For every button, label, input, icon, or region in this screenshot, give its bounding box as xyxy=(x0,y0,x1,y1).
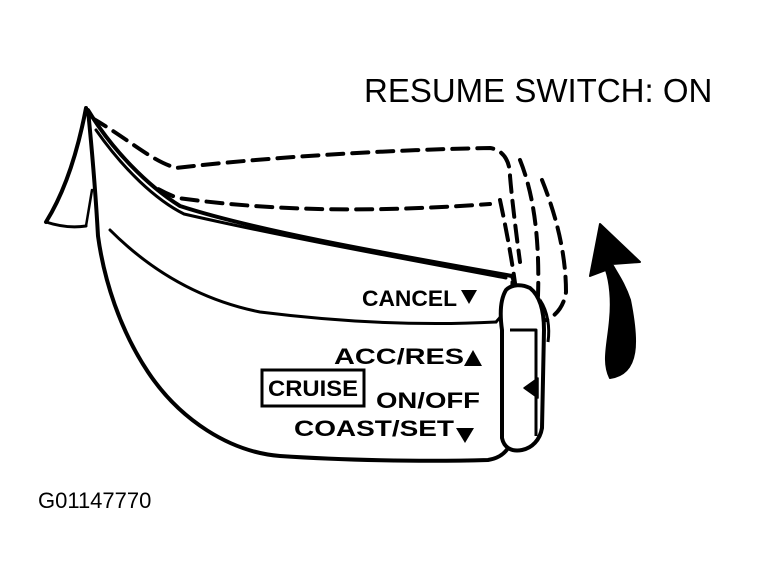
coast-set-text: COAST/SET xyxy=(294,416,455,441)
acc-res-label: ACC/RES xyxy=(334,344,482,369)
diagram-title: RESUME SWITCH: ON xyxy=(364,72,712,109)
on-off-end-knob xyxy=(498,283,551,453)
cancel-label: CANCEL xyxy=(362,286,477,311)
coast-set-label: COAST/SET xyxy=(294,416,474,443)
cancel-down-triangle xyxy=(461,290,477,304)
coast-set-down-triangle xyxy=(456,428,474,443)
cruise-text: CRUISE xyxy=(268,376,358,401)
figure-code: G01147770 xyxy=(38,488,151,513)
cruise-box xyxy=(260,368,366,408)
acc-res-up-triangle xyxy=(464,350,482,366)
acc-res-text: ACC/RES xyxy=(334,344,464,369)
up-arrow-icon xyxy=(589,223,641,379)
on-off-text: ON/OFF xyxy=(376,388,480,413)
cancel-text: CANCEL xyxy=(362,286,457,311)
cruise-on-off-label: CRUISE ON/OFF xyxy=(260,368,480,413)
